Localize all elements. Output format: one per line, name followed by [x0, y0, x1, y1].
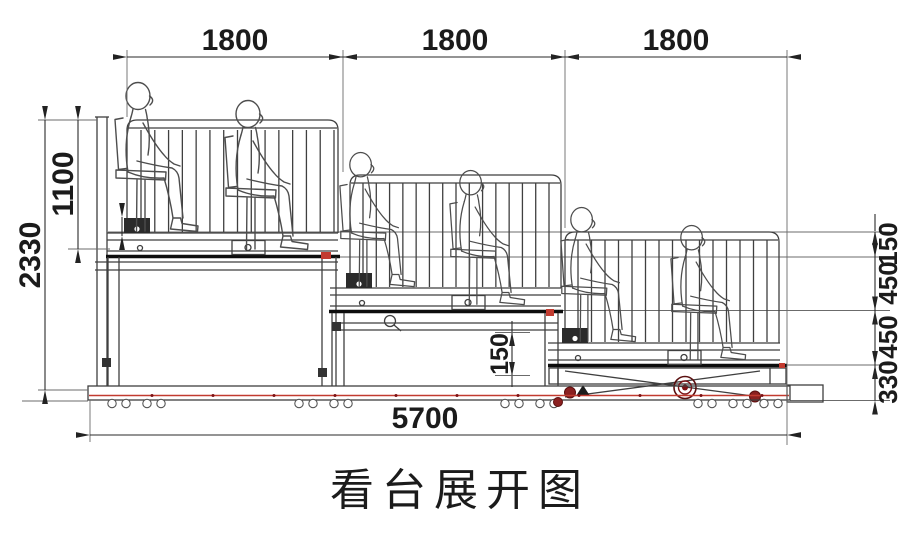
- tier-lock-red: [779, 363, 785, 368]
- rail-dot: [516, 394, 520, 397]
- rail-dot: [699, 394, 703, 397]
- rail-dot: [333, 394, 337, 397]
- floor-wheel: [500, 398, 510, 409]
- tier-3: [546, 206, 787, 403]
- rail-dot: [638, 394, 642, 397]
- chassis-wheel: [749, 390, 761, 403]
- floor-wheel: [156, 398, 166, 409]
- floor-wheel: [343, 398, 353, 409]
- seated-figure: [449, 169, 526, 306]
- seated-figure: [670, 224, 747, 361]
- dim-riser-upper: 450: [873, 261, 900, 304]
- floor-wheel: [121, 398, 131, 409]
- entry-step-block: [786, 384, 824, 403]
- tier-2-deck: [329, 287, 563, 331]
- seated-figure: [560, 206, 637, 343]
- dim-top-2: 1800: [422, 24, 489, 57]
- floor-wheel: [142, 398, 152, 409]
- brake-wedge: [576, 385, 590, 396]
- floor-wheel: [107, 398, 117, 409]
- tier-lock-red: [546, 309, 554, 316]
- tier-1-deck: [95, 232, 340, 271]
- tier-3-seat-box: [562, 328, 588, 343]
- chassis-wheel: [564, 386, 576, 399]
- dimension-left-heights: 2330 1100: [14, 106, 125, 404]
- base-track: [87, 384, 824, 409]
- dim-overall-length: 5700: [392, 402, 459, 435]
- floor-wheel: [742, 398, 752, 409]
- rail-dot: [394, 394, 398, 397]
- floor-wheel: [773, 398, 783, 409]
- dimension-top-spans: 1800 1800 1800: [113, 24, 801, 445]
- dim-top-1: 1800: [202, 24, 269, 57]
- tier-2-guardrail: [349, 174, 562, 288]
- floor-wheel: [759, 398, 769, 409]
- rail-dot: [211, 394, 215, 397]
- rail-dot: [272, 394, 276, 397]
- floor-wheel: [707, 398, 717, 409]
- back-wall: [95, 116, 109, 386]
- dim-riser-lower: 450: [873, 315, 900, 358]
- floor-wheel: [535, 398, 545, 409]
- rail-dot: [455, 394, 459, 397]
- floor-wheel: [514, 398, 524, 409]
- tier-3-guardrail: [564, 231, 780, 343]
- drawing-title: 看台展开图: [330, 465, 590, 516]
- tier-1: [95, 81, 340, 386]
- tier-1-guardrail: [126, 119, 339, 233]
- floor-wheel: [308, 398, 318, 409]
- floor-wheel: [294, 398, 304, 409]
- tier-3-deck: [548, 342, 787, 368]
- rail-dot: [150, 394, 154, 397]
- floor-wheel: [728, 398, 738, 409]
- floor-wheel: [693, 398, 703, 409]
- tier-1-legs: [102, 257, 337, 386]
- dim-seat-step: 150: [873, 222, 900, 265]
- tier-2-balusters: [362, 183, 550, 287]
- dim-overall-height: 2330: [14, 222, 47, 289]
- dim-base-height: 330: [873, 360, 900, 403]
- rail-dots: [150, 394, 764, 397]
- rail-dot: [760, 394, 764, 397]
- tier-3-chassis: [548, 367, 787, 403]
- dim-clearance: 150: [486, 333, 514, 375]
- floor-wheel: [329, 398, 339, 409]
- chassis-wheel: [553, 397, 563, 407]
- dimension-right-risers: 150 450 450 330: [872, 214, 900, 415]
- dim-top-3: 1800: [643, 24, 710, 57]
- tier-3-balusters: [577, 240, 768, 342]
- dimension-overall-length: 5700: [76, 400, 801, 442]
- dimension-middle-clearance: 150: [486, 321, 530, 387]
- tier-2: [321, 151, 563, 386]
- drive-wheel: [673, 375, 697, 400]
- tier-1-balusters: [140, 130, 335, 232]
- floor-wheels: [107, 398, 783, 409]
- rail-dot: [577, 394, 581, 397]
- tier-2-latch-detail: [383, 314, 402, 332]
- tier-lock-red: [321, 252, 331, 259]
- dim-rail-height: 1100: [47, 151, 80, 216]
